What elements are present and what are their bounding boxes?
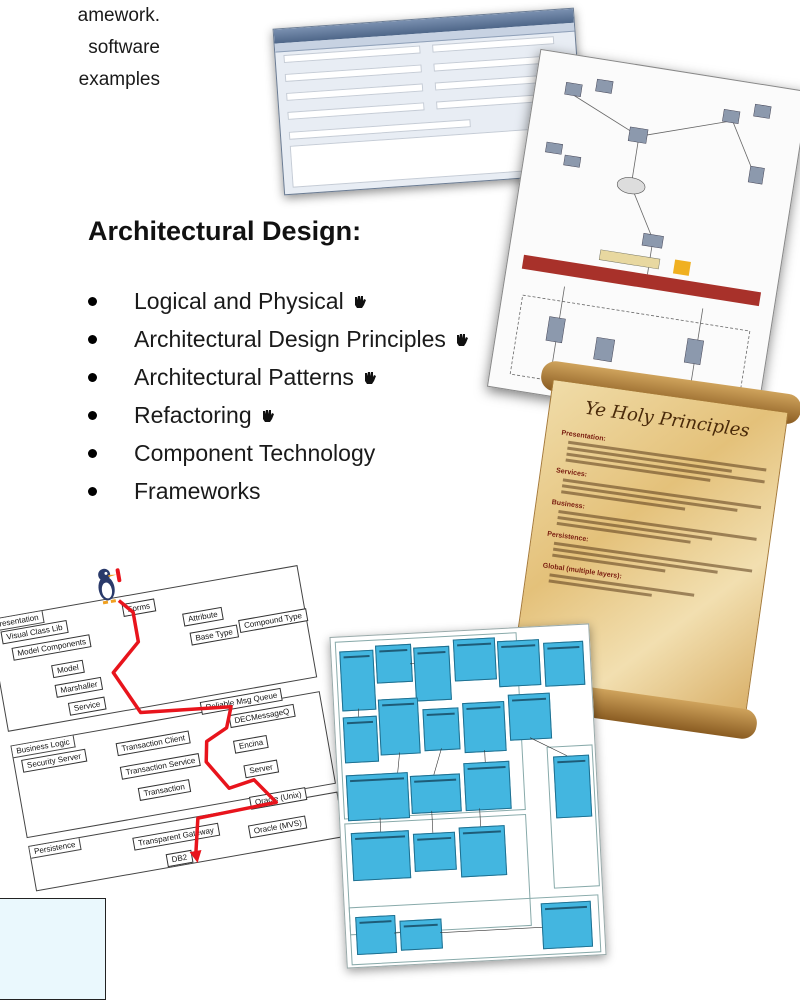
- intro-text: amework. software examples: [0, 0, 160, 96]
- arrow-head-icon: [190, 850, 204, 864]
- hand-icon: [454, 332, 470, 348]
- bullet-text: Frameworks: [134, 478, 261, 504]
- architecture-diagram: Presentation Business Logic Persistence …: [0, 542, 356, 895]
- bullet-text: Refactoring: [134, 402, 252, 428]
- penguin-icon: [87, 562, 128, 609]
- intro-line-3: examples: [0, 64, 160, 96]
- bullet-icon: [88, 373, 97, 382]
- hand-icon: [260, 408, 276, 424]
- bullet-list: Logical and Physical Architectural Desig…: [88, 282, 470, 510]
- bullet-icon: [88, 297, 97, 306]
- intro-line-1: amework.: [0, 0, 160, 32]
- hand-icon: [362, 370, 378, 386]
- bullet-text: Architectural Patterns: [134, 364, 354, 390]
- list-item: Component Technology: [88, 434, 470, 472]
- list-item: Refactoring: [88, 396, 470, 434]
- intro-line-2: software: [0, 32, 160, 64]
- bullet-icon: [88, 335, 97, 344]
- note-box: [0, 898, 106, 1000]
- bullet-text: Logical and Physical: [134, 288, 344, 314]
- section-heading: Architectural Design:: [88, 216, 361, 247]
- bullet-text: Component Technology: [134, 440, 375, 466]
- list-item: Frameworks: [88, 472, 470, 510]
- hand-icon: [352, 294, 368, 310]
- bullet-icon: [88, 411, 97, 420]
- list-item: Architectural Patterns: [88, 358, 470, 396]
- uml-class-diagram: [329, 623, 606, 968]
- request-path-svg: [0, 542, 356, 895]
- bullet-text: Architectural Design Principles: [134, 326, 446, 352]
- scroll-content: Presentation: Services: Business: Persis…: [540, 423, 769, 613]
- request-path-line: [101, 580, 282, 862]
- list-item: Architectural Design Principles: [88, 320, 470, 358]
- list-item: Logical and Physical: [88, 282, 470, 320]
- bullet-icon: [88, 487, 97, 496]
- uml-connectors: [331, 624, 606, 967]
- bullet-icon: [88, 449, 97, 458]
